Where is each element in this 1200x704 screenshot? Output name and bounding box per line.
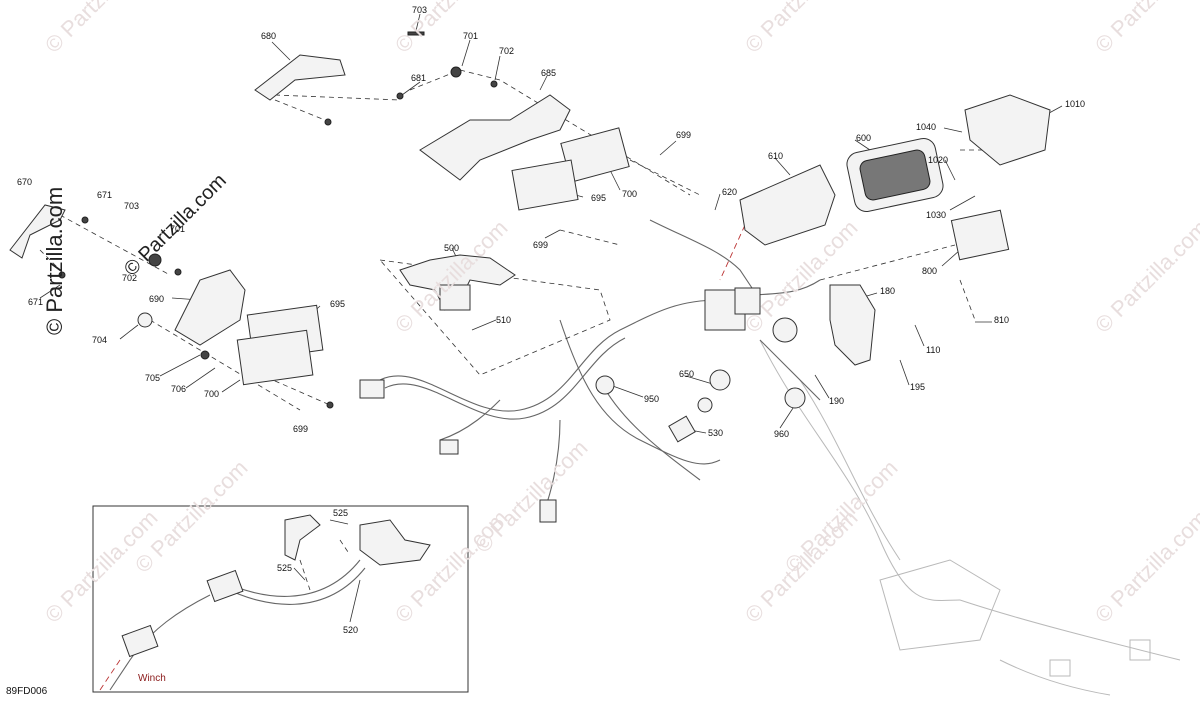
callout-702: 702 bbox=[499, 46, 515, 56]
callout-701: 701 bbox=[463, 31, 479, 41]
callout-670: 670 bbox=[17, 177, 33, 187]
callout-190: 190 bbox=[829, 396, 845, 406]
main-harness bbox=[359, 219, 821, 523]
callout-1040: 1040 bbox=[916, 122, 937, 132]
winch-label: Winch bbox=[138, 673, 166, 684]
left-brackets bbox=[9, 204, 334, 409]
callout-705: 705 bbox=[145, 373, 161, 383]
callout-1020: 1020 bbox=[928, 155, 949, 165]
callout-695: 695 bbox=[591, 193, 607, 203]
callout-699: 699 bbox=[533, 240, 549, 250]
assembly-lines bbox=[39, 69, 1000, 591]
callout-960: 960 bbox=[774, 429, 790, 439]
callout-600: 600 bbox=[856, 133, 872, 143]
callout-703: 703 bbox=[412, 5, 428, 15]
callout-1010: 1010 bbox=[1065, 99, 1086, 109]
switch-assembly bbox=[399, 254, 516, 311]
callout-950: 950 bbox=[644, 394, 660, 404]
callout-700: 700 bbox=[204, 389, 220, 399]
figure-id: 89FD006 bbox=[6, 686, 48, 697]
winch-inset bbox=[92, 505, 469, 693]
callout-700: 700 bbox=[622, 189, 638, 199]
callout-680: 680 bbox=[261, 31, 277, 41]
callout-110: 110 bbox=[926, 345, 941, 355]
callout-510: 510 bbox=[496, 315, 512, 325]
callout-500: 500 bbox=[444, 243, 460, 253]
display-cluster bbox=[739, 94, 1051, 261]
callout-671: 671 bbox=[97, 190, 113, 200]
center-switches bbox=[595, 369, 806, 443]
callout-195: 195 bbox=[910, 382, 926, 392]
callout-695: 695 bbox=[330, 299, 346, 309]
callout-671: 671 bbox=[28, 297, 44, 307]
callout-699: 699 bbox=[293, 424, 309, 434]
callout-525: 525 bbox=[277, 563, 293, 573]
callout-800: 800 bbox=[922, 266, 938, 276]
callout-704: 704 bbox=[92, 335, 108, 345]
callout-520: 520 bbox=[343, 625, 359, 635]
callout-701: 701 bbox=[170, 224, 186, 234]
callout-620: 620 bbox=[722, 187, 738, 197]
callout-525: 525 bbox=[333, 508, 349, 518]
callout-810: 810 bbox=[994, 315, 1010, 325]
callout-703: 703 bbox=[124, 201, 140, 211]
callout-706: 706 bbox=[171, 384, 187, 394]
callout-681: 681 bbox=[411, 73, 427, 83]
callout-699: 699 bbox=[676, 130, 692, 140]
callout-180: 180 bbox=[880, 286, 896, 296]
bracket-180 bbox=[829, 284, 876, 366]
callout-530: 530 bbox=[708, 428, 724, 438]
callout-685: 685 bbox=[541, 68, 557, 78]
upper-brackets bbox=[254, 31, 630, 211]
harness-ghost bbox=[759, 339, 1181, 696]
callout-690: 690 bbox=[149, 294, 165, 304]
callout-610: 610 bbox=[768, 151, 784, 161]
callout-650: 650 bbox=[679, 369, 695, 379]
brand-watermark: © Partzilla.com bbox=[42, 186, 67, 335]
callout-702: 702 bbox=[122, 273, 138, 283]
callout-1030: 1030 bbox=[926, 210, 947, 220]
